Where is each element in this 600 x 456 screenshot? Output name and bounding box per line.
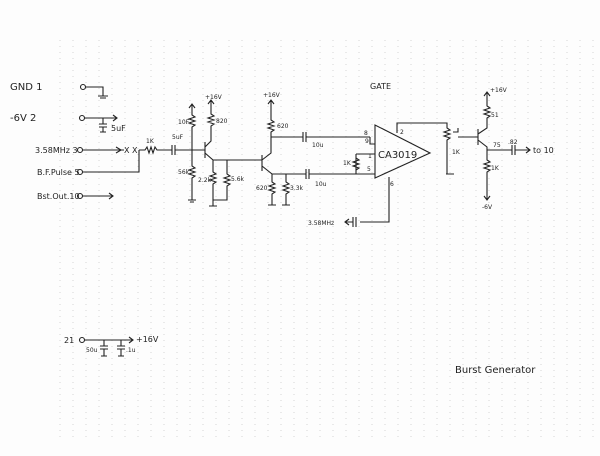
diagram-title: Burst Generator (455, 365, 536, 376)
pin6-input (344, 177, 390, 227)
capacitor-neg6 (85, 114, 118, 133)
terminal-bfpulse (76, 168, 84, 176)
c-gate2-value: 10u (315, 181, 327, 188)
output-label: to 10 (533, 146, 554, 155)
pin8: 8 (364, 130, 368, 137)
rail-neg6-out: -6V (482, 204, 493, 211)
pin9: 9 (365, 138, 369, 145)
ic-name: CA3019 (378, 150, 417, 161)
c-out-value: .82 (508, 139, 518, 146)
r-e2-value: 620 (256, 185, 268, 192)
pin6: 6 (390, 181, 394, 188)
rail-16v-21: +16V (136, 335, 159, 344)
terminal-358 (76, 146, 84, 154)
connector-bstout-label: Bst.Out.10 (37, 192, 80, 201)
r-top1-value: 10F (178, 119, 190, 126)
rail-16v-c: +16V (490, 87, 508, 94)
c-21a-value: 50u (86, 347, 98, 354)
connector-358-label: 3.58MHz 3 (35, 146, 78, 155)
input-path (83, 145, 205, 155)
r-bot1-value: 56k (178, 169, 190, 176)
gate-label: GATE (370, 82, 391, 91)
r-e1-value: 2.2k (198, 177, 212, 184)
connector-neg6v-label: -6V 2 (10, 113, 36, 124)
pot-value: 1K (452, 149, 461, 156)
terminal-bstout (76, 192, 84, 200)
r-c2-value: 620 (277, 123, 289, 130)
pin21-filter (85, 336, 134, 357)
transistor-q1 (204, 99, 262, 207)
terminal-neg6v (78, 114, 86, 122)
r-e1b-value: 5.6k (231, 176, 245, 183)
connector-bfpulse-label: B.F.Pulse 5 (37, 168, 80, 177)
gate-input-label: 3.58MHz (308, 220, 334, 227)
connector-21-label: 21 (64, 336, 74, 345)
connector-gnd-label: GND 1 (10, 82, 42, 93)
r-e2b-value: 3.3k (290, 185, 304, 192)
r-in-value: 1K (146, 138, 155, 145)
graph-paper-grid (59, 40, 594, 440)
terminal-21 (78, 336, 86, 344)
transistor-q3 (458, 91, 531, 201)
ground-symbol (86, 86, 108, 99)
c-gate1-value: 10u (312, 142, 324, 149)
r-gate-value: 1K (343, 160, 352, 167)
r-out-value: 75 (493, 142, 501, 149)
terminal-gnd (79, 83, 87, 91)
pin2: 2 (400, 129, 404, 136)
bstout-arrow (83, 192, 114, 200)
pin5: 5 (367, 166, 371, 173)
ca3019-triangle (374, 124, 432, 179)
bfpulse-wire (83, 150, 140, 173)
pin2-to-pot (396, 122, 459, 175)
r-c1-value: 820 (216, 118, 228, 125)
transistor-q2 (261, 99, 375, 206)
cap-neg6-value: 5uF (111, 124, 126, 133)
r-e3-value: 1K (491, 165, 500, 172)
c-21b-value: .1u (126, 347, 136, 354)
pin1: 1 (368, 153, 372, 160)
rail-16v-b: +16V (263, 92, 281, 99)
rail-16v-a: +16V (205, 94, 223, 101)
gate-r-wiring (351, 137, 375, 174)
c-in-value: 5uF (172, 134, 184, 141)
r-c3-value: 51 (491, 112, 499, 119)
bias-divider (187, 103, 197, 203)
xx-mark: X X (124, 146, 138, 155)
